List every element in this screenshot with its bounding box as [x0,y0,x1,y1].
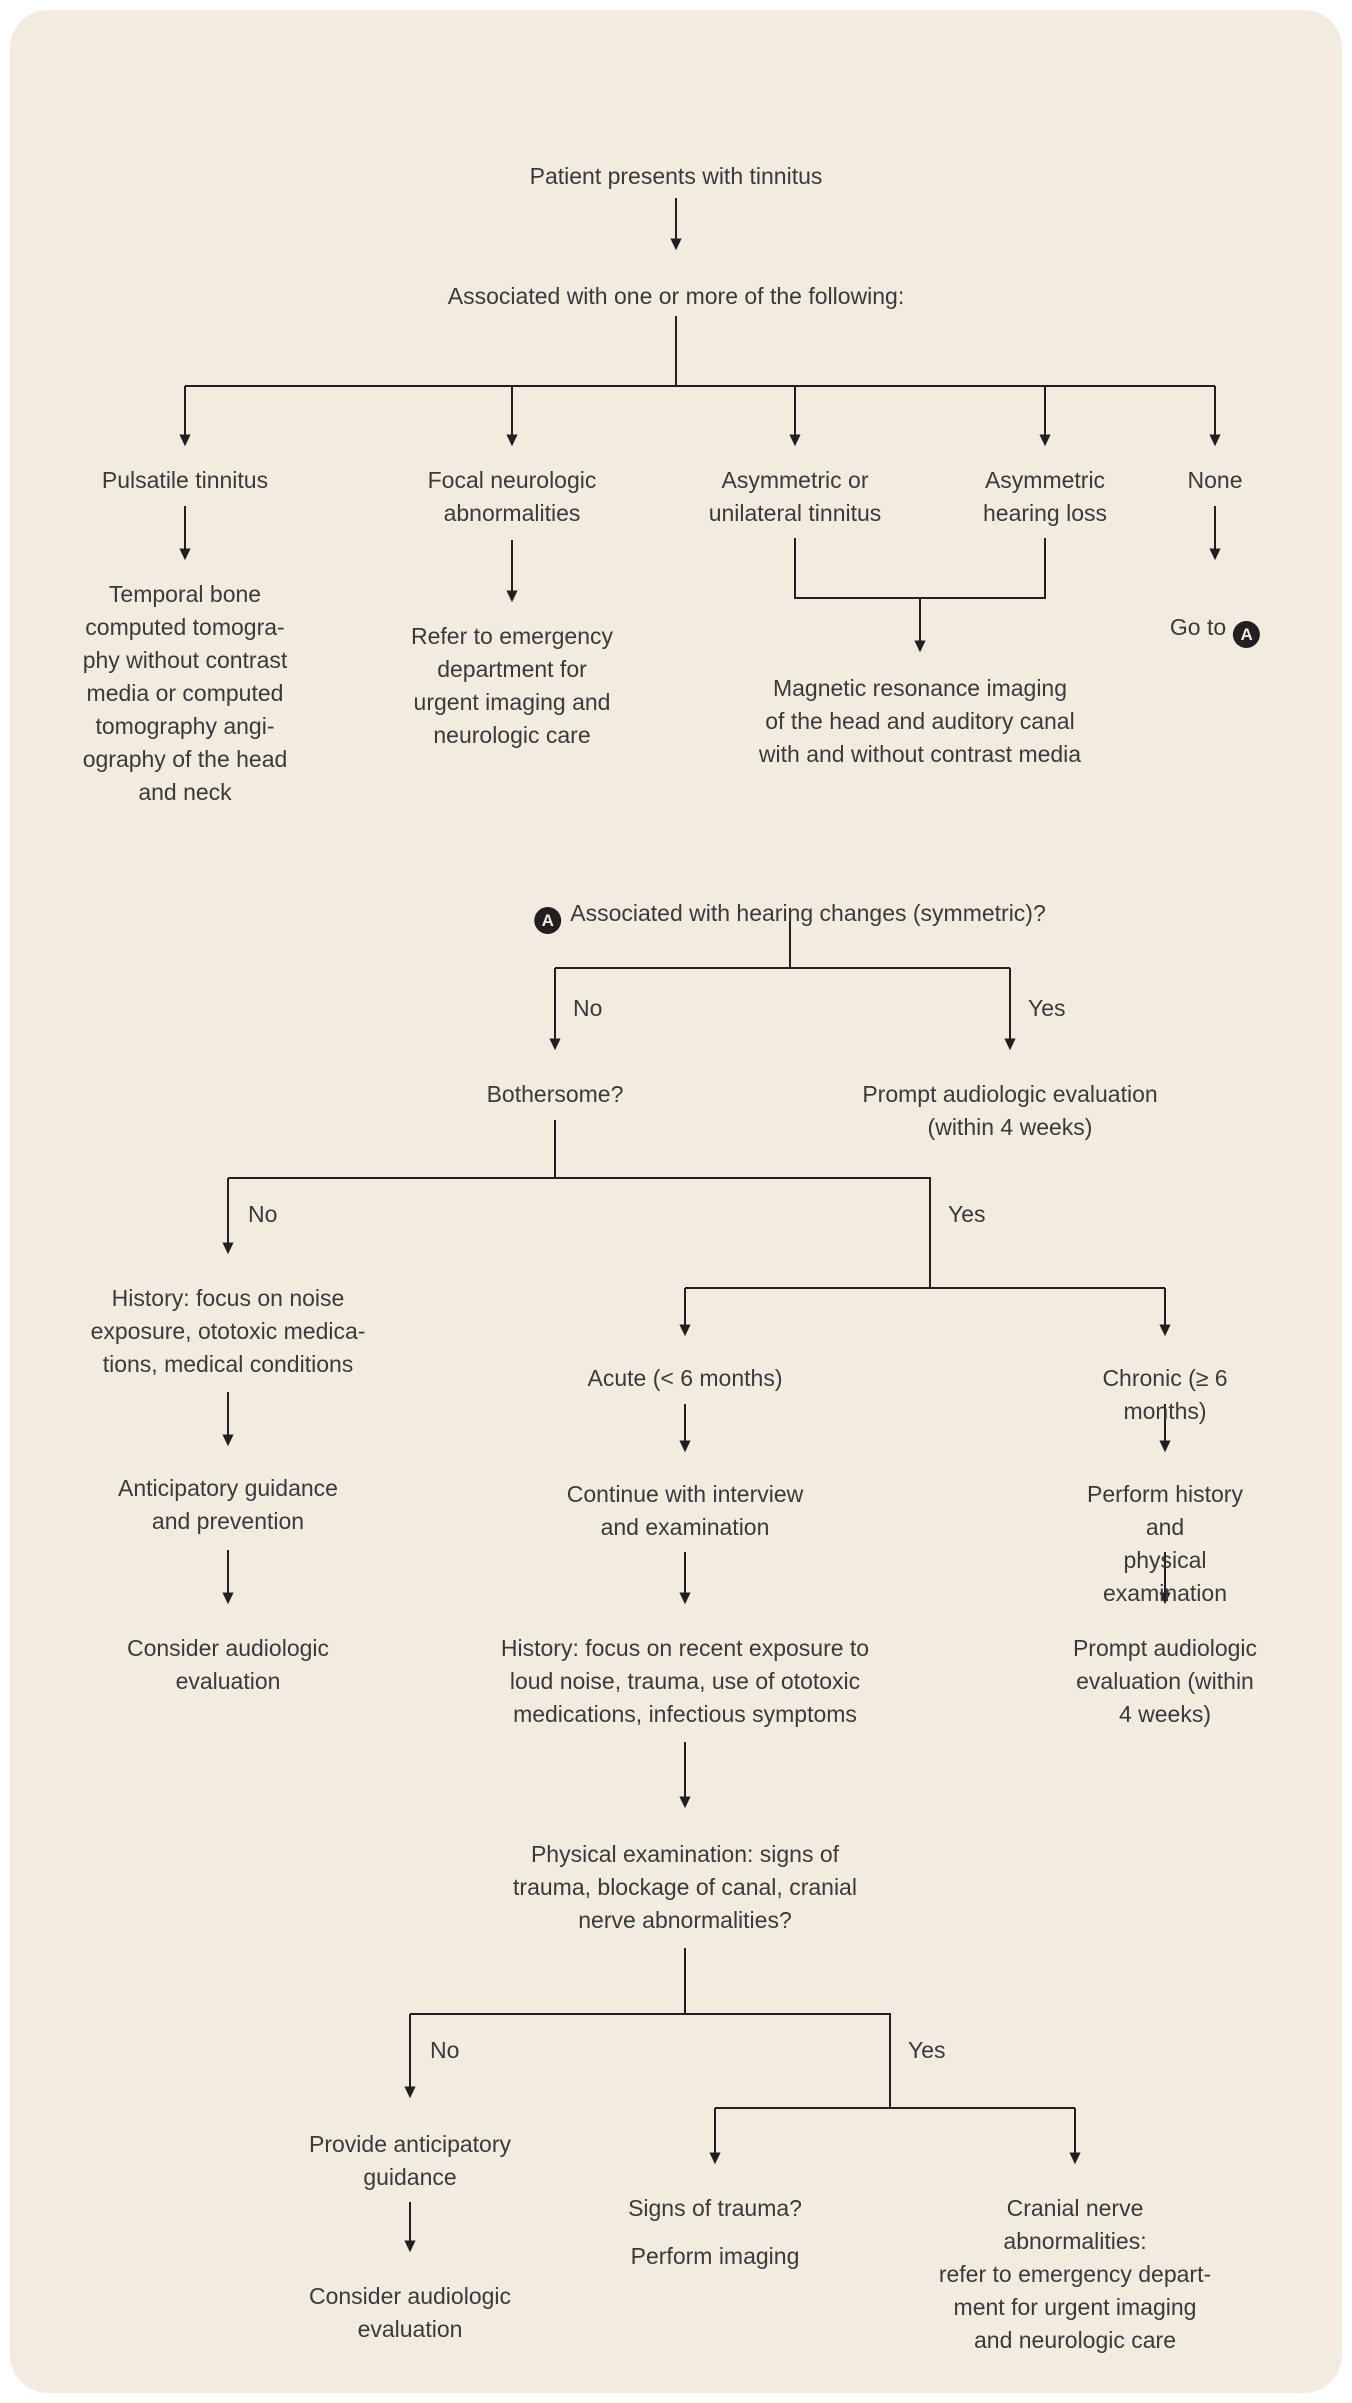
hearing-changes-question-label: Associated with hearing changes (symmetr… [570,900,1046,926]
node-focal-neurologic: Focal neurologic abnormalities [427,467,597,526]
node-history-recent-exposure: History: focus on recent exposure to lou… [500,1635,870,1727]
node-refer-emergency-1: Refer to emergency department for urgent… [411,623,613,748]
node-physical-exam-question: Physical examination: signs of trauma, b… [513,1841,857,1933]
node-pulsatile-tinnitus: Pulsatile tinnitus [101,467,269,493]
node-asymmetric-unilateral-tinnitus: Asymmetric or unilateral tinnitus [708,467,882,526]
node-patient-presents: Patient presents with tinnitus [529,163,823,189]
branch-label-no-2: No [248,1201,278,1227]
node-temporal-bone-ct: Temporal bone computed tomogra- phy with… [82,581,288,805]
node-cranial-nerve-refer: Cranial nerve abnormalities: refer to em… [938,2195,1212,2353]
node-mri-head: Magnetic resonance imaging of the head a… [758,675,1082,767]
flowchart-card-background [10,10,1342,2393]
branch-label-yes-3: Yes [908,2037,946,2063]
node-history-noise-exposure: History: focus on noise exposure, ototox… [90,1285,366,1377]
branch-label-no-1: No [573,995,603,1021]
node-bothersome-question: Bothersome? [486,1081,624,1107]
node-prompt-audiologic-eval-1: Prompt audiologic evaluation (within 4 w… [862,1081,1158,1140]
node-acute: Acute (< 6 months) [587,1365,783,1391]
badge-a-icon: A [1233,621,1261,648]
node-chronic: Chronic (≥ 6 months) [1102,1365,1228,1424]
node-prompt-audiologic-eval-2: Prompt audiologic evaluation (within 4 w… [1072,1635,1258,1727]
node-none: None [1187,467,1243,493]
go-to-label: Go to [1169,614,1227,640]
branch-label-no-3: No [430,2037,460,2063]
branch-label-yes-2: Yes [948,1201,986,1227]
node-asymmetric-hearing-loss: Asymmetric hearing loss [982,467,1108,526]
node-perform-history-physical: Perform history and physical examination [1087,1481,1243,1606]
badge-a-icon: A [534,907,562,934]
node-associated-with: Associated with one or more of the follo… [447,283,905,309]
node-hearing-changes-question: A Associated with hearing changes (symmet… [534,864,1046,934]
branch-label-yes-1: Yes [1028,995,1066,1021]
node-anticipatory-guidance: Anticipatory guidance and prevention [118,1475,338,1534]
node-consider-audiologic-1: Consider audiologic evaluation [126,1635,330,1694]
node-continue-interview: Continue with interview and examination [566,1481,804,1540]
node-perform-imaging: Perform imaging [630,2243,800,2269]
node-consider-audiologic-2: Consider audiologic evaluation [308,2283,512,2342]
node-provide-anticipatory-guidance: Provide anticipatory guidance [309,2131,511,2190]
node-signs-of-trauma: Signs of trauma? [628,2195,802,2221]
